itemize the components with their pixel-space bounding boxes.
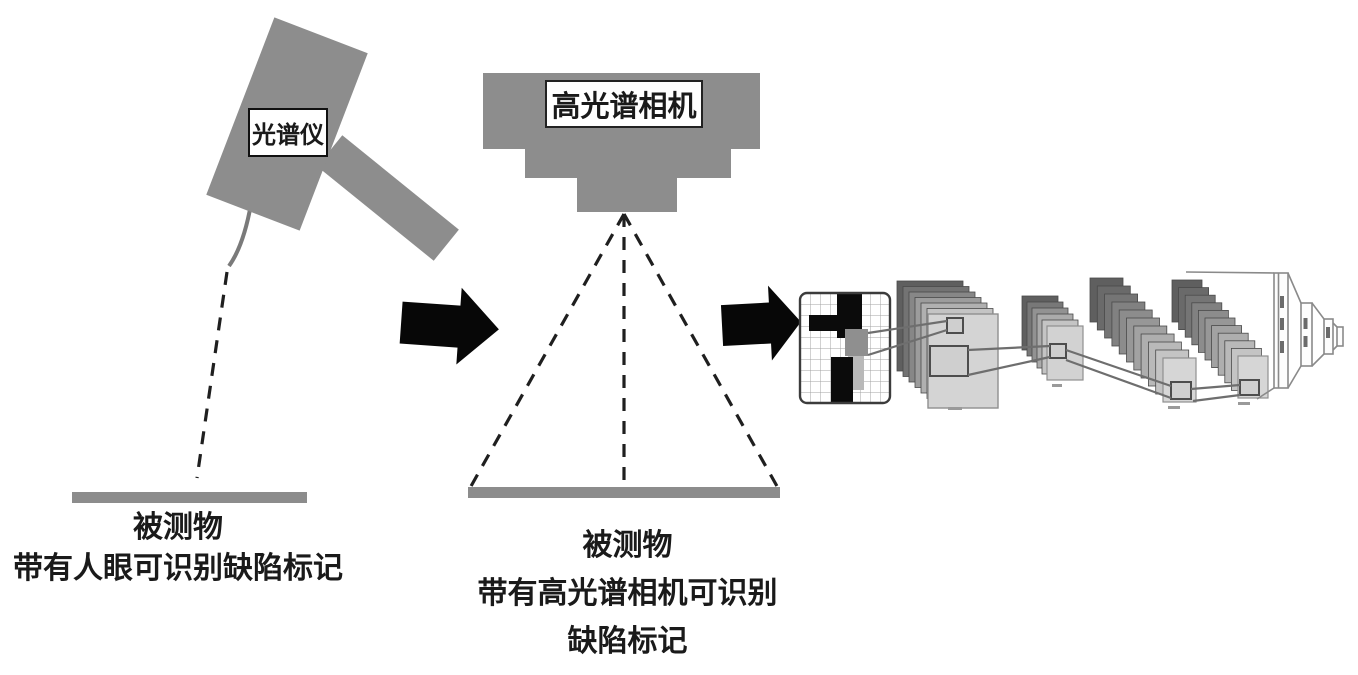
output-nub [1336,326,1344,347]
spectrometer-label: 光谱仪 [248,108,328,157]
fc-text-smudge [1280,341,1284,353]
caption-line: 被测物 [133,511,223,544]
receptive-field-connection-lines [867,319,1241,403]
fc-layer-bar [1300,302,1313,367]
tiny-layer-label [1238,402,1250,405]
cnn-input-grid [798,291,892,405]
tiny-layer-label [1168,406,1180,409]
sample-caption-middle: 被测物 带有高光谱相机可识别 缺陷标记 [435,522,820,666]
spectrometer-probe-stem [227,203,253,268]
tiny-layer-label [948,407,962,410]
fc-text-smudge [1280,318,1284,330]
fc-text-smudge [1280,296,1284,308]
fc-text-smudge [1303,318,1308,329]
fully-connected-layers [1185,271,1344,400]
fc-layer-bar [1273,272,1289,389]
caption-line: 被测物 [582,529,673,562]
pooling-feature-map-cascade-2 [1171,279,1262,391]
scan-cone-dashed-lines [468,213,780,489]
caption-line: 带有人眼可识别缺陷标记 [13,552,343,585]
caption-line: 带有高光谱相机可识别 [477,577,778,610]
fc-text-smudge [1303,336,1308,347]
spectrometer-handle [317,135,459,261]
hyperspectral-camera-label: 高光谱相机 [545,80,703,128]
conv-window [1239,379,1260,396]
conv-window [1170,381,1192,400]
caption-line: 缺陷标记 [567,625,688,658]
camera-body-middle [525,148,731,178]
sample-surface-middle [468,487,780,498]
conv-window [946,317,964,334]
receptive-field-window [845,329,868,356]
measurement-beam-dashed-line [195,271,229,479]
sample-caption-left: 被测物 带有人眼可识别缺陷标记 [0,507,356,589]
conv-window [929,345,969,377]
cnn-diagram-icon [798,271,1344,410]
camera-lens [577,178,677,212]
arrow-right-icon [720,285,801,361]
spectrometer-device-icon [195,17,459,479]
conv-window [1049,343,1067,359]
sample-surface-left [72,492,307,503]
input-digit-stroke [831,357,853,403]
tiny-layer-label [1052,384,1062,387]
fc-text-smudge [1326,327,1330,338]
arrow-right-icon [399,287,499,365]
